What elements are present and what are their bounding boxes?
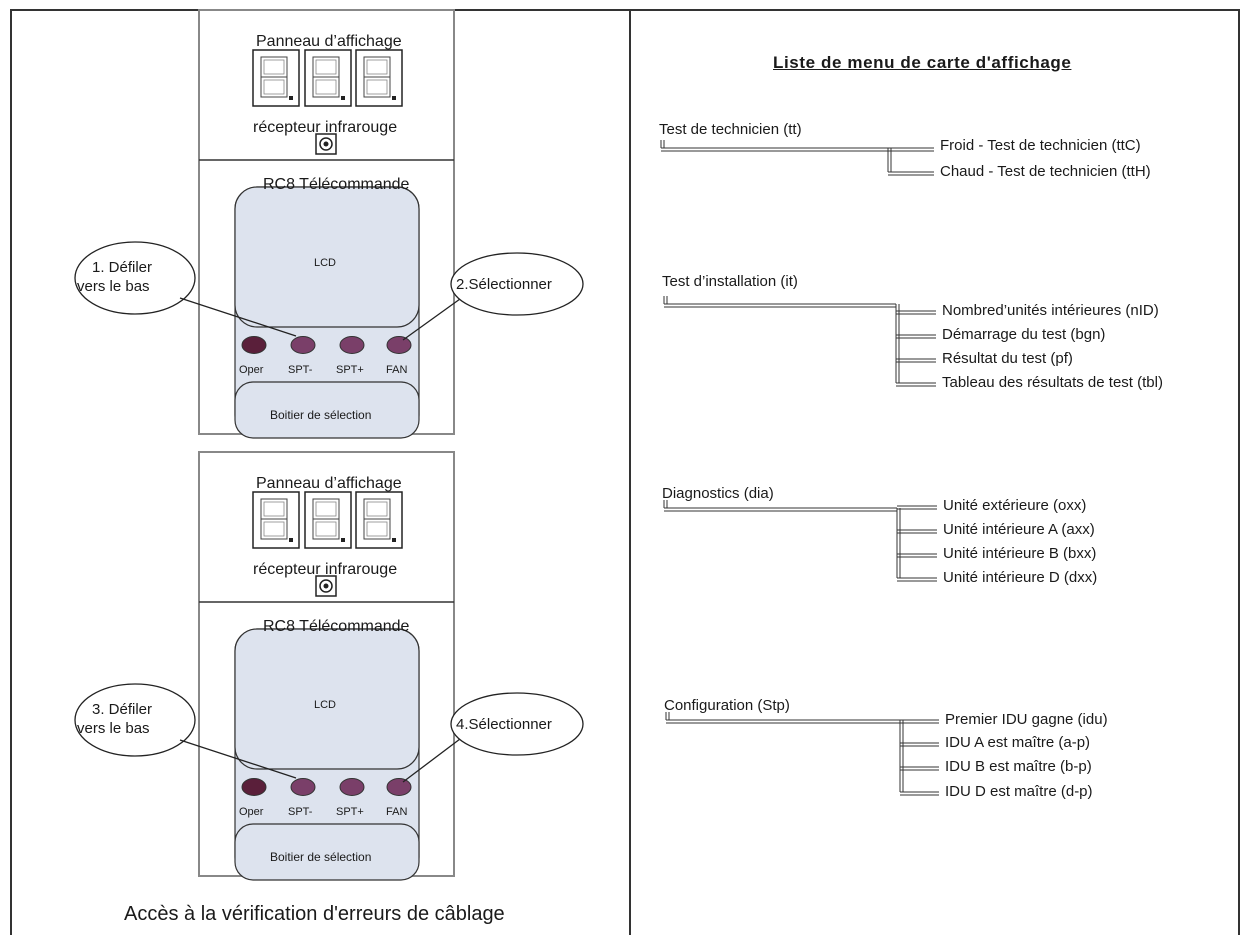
ir-receiver-label: récepteur infrarouge xyxy=(253,119,398,136)
remote-button xyxy=(241,778,267,796)
menu-item: Démarrage du test (bgn) xyxy=(942,326,1106,343)
callout-scroll-down: 3. Défiler vers le bas xyxy=(77,700,152,738)
callout-pointer-right xyxy=(402,298,461,341)
menu-item: Unité intérieure B (bxx) xyxy=(943,545,1097,562)
remote-button xyxy=(386,336,412,354)
selection-box xyxy=(234,823,420,881)
remote-title: RC8 Télécommande xyxy=(263,176,410,193)
selection-box xyxy=(234,381,420,439)
spt-plus-button-label: SPT+ xyxy=(336,364,364,376)
remote-button xyxy=(386,778,412,796)
remote-panel-1 xyxy=(74,9,584,439)
selection-box-label: Boitier de sélection xyxy=(270,408,372,422)
remote-button xyxy=(339,336,365,354)
spt-minus-button-label: SPT- xyxy=(288,364,313,376)
digit-segment-inner xyxy=(263,521,285,537)
digit-segment-inner xyxy=(366,501,388,517)
menu-item: Nombred’unités intérieures (nID) xyxy=(942,302,1159,319)
fan-button-label: FAN xyxy=(386,806,408,818)
spt-plus-button-label: SPT+ xyxy=(336,806,364,818)
lcd-label: LCD xyxy=(314,257,337,269)
menu-root-technician-test: Test de technicien (tt) xyxy=(659,121,802,138)
callout-line: 3. Défiler xyxy=(92,701,153,718)
callout-bubble-right xyxy=(450,252,584,316)
digit-segment-inner xyxy=(366,79,388,95)
callout-pointer-left xyxy=(179,739,297,779)
callout-bubble-left xyxy=(74,241,196,315)
digit-segment-inner xyxy=(315,79,337,95)
callout-pointer-right xyxy=(402,738,461,783)
menu-root-diagnostics: Diagnostics (dia) xyxy=(662,485,774,502)
callout-select: 2.Sélectionner xyxy=(456,276,552,293)
fan-button-label: FAN xyxy=(386,364,408,376)
callout-scroll-down: 1. Défiler vers le bas xyxy=(77,258,152,296)
menu-item: Tableau des résultats de test (tbl) xyxy=(942,374,1163,391)
callout-line: vers le bas xyxy=(77,720,150,737)
digit-segment-bottom xyxy=(312,76,340,98)
digit-segment-bottom xyxy=(363,518,391,540)
menu-tree-lines xyxy=(660,140,939,796)
menu-item: Résultat du test (pf) xyxy=(942,350,1073,367)
digit-segment-inner xyxy=(366,521,388,537)
menu-item: IDU A est maître (a-p) xyxy=(945,734,1091,751)
digit-segment-bottom xyxy=(363,76,391,98)
callout-bubble-right xyxy=(450,692,584,756)
digit-segment-bottom xyxy=(312,518,340,540)
menu-item: Premier IDU gagne (idu) xyxy=(945,711,1108,728)
menu-root-installation-test: Test d’installation (it) xyxy=(662,273,798,290)
menu-item: Unité extérieure (oxx) xyxy=(943,497,1087,514)
oper-button-label: Oper xyxy=(239,806,264,818)
digit-segment-bottom xyxy=(260,518,288,540)
spt-minus-button-label: SPT- xyxy=(288,806,313,818)
digit-decimal-point xyxy=(392,96,396,100)
menu-item: IDU B est maître (b-p) xyxy=(945,758,1092,775)
digit-decimal-point xyxy=(341,538,345,542)
caption: Accès à la vérification d'erreurs de câb… xyxy=(124,903,505,925)
menu-list-title: Liste de menu de carte d'affichage xyxy=(773,53,1072,72)
menu-item: IDU D est maître (d-p) xyxy=(945,783,1093,800)
digit-segment-inner xyxy=(366,59,388,75)
callout-select: 4.Sélectionner xyxy=(456,716,552,733)
ir-receiver-ring xyxy=(319,579,333,593)
ir-receiver-ring xyxy=(319,137,333,151)
callout-line: vers le bas xyxy=(77,278,150,295)
menu-item: Chaud - Test de technicien (ttH) xyxy=(940,163,1151,180)
remote-button xyxy=(290,336,316,354)
digit-segment-inner xyxy=(263,59,285,75)
display-panel-title: Panneau d’affichage xyxy=(256,475,402,492)
remote-button xyxy=(339,778,365,796)
menu-root-configuration: Configuration (Stp) xyxy=(664,697,790,714)
remote-title: RC8 Télécommande xyxy=(263,618,410,635)
ir-receiver-dot xyxy=(323,141,329,147)
selection-box-label: Boitier de sélection xyxy=(270,850,372,864)
lcd-screen xyxy=(234,628,420,770)
digit-segment-inner xyxy=(263,501,285,517)
remote-button xyxy=(241,336,267,354)
digit-segment-inner xyxy=(315,521,337,537)
digit-segment-bottom xyxy=(260,76,288,98)
menu-item: Unité intérieure A (axx) xyxy=(943,521,1095,538)
remote-panel-2 xyxy=(74,451,584,881)
display-panel-title: Panneau d’affichage xyxy=(256,33,402,50)
outer-frame xyxy=(10,9,1240,935)
digit-decimal-point xyxy=(341,96,345,100)
menu-item: Unité intérieure D (dxx) xyxy=(943,569,1098,586)
digit-segment-inner xyxy=(315,59,337,75)
digit-decimal-point xyxy=(289,96,293,100)
menu-item: Froid - Test de technicien (ttC) xyxy=(940,137,1141,154)
callout-line: 1. Défiler xyxy=(92,259,153,276)
callout-bubble-left xyxy=(74,683,196,757)
digit-decimal-point xyxy=(392,538,396,542)
digit-segment-inner xyxy=(315,501,337,517)
lcd-label: LCD xyxy=(314,699,337,711)
ir-receiver-dot xyxy=(323,583,329,589)
digit-segment-inner xyxy=(263,79,285,95)
ir-receiver-label: récepteur infrarouge xyxy=(253,561,398,578)
lcd-screen xyxy=(234,186,420,328)
remote-button xyxy=(290,778,316,796)
callout-pointer-left xyxy=(179,297,297,337)
digit-decimal-point xyxy=(289,538,293,542)
oper-button-label: Oper xyxy=(239,364,264,376)
